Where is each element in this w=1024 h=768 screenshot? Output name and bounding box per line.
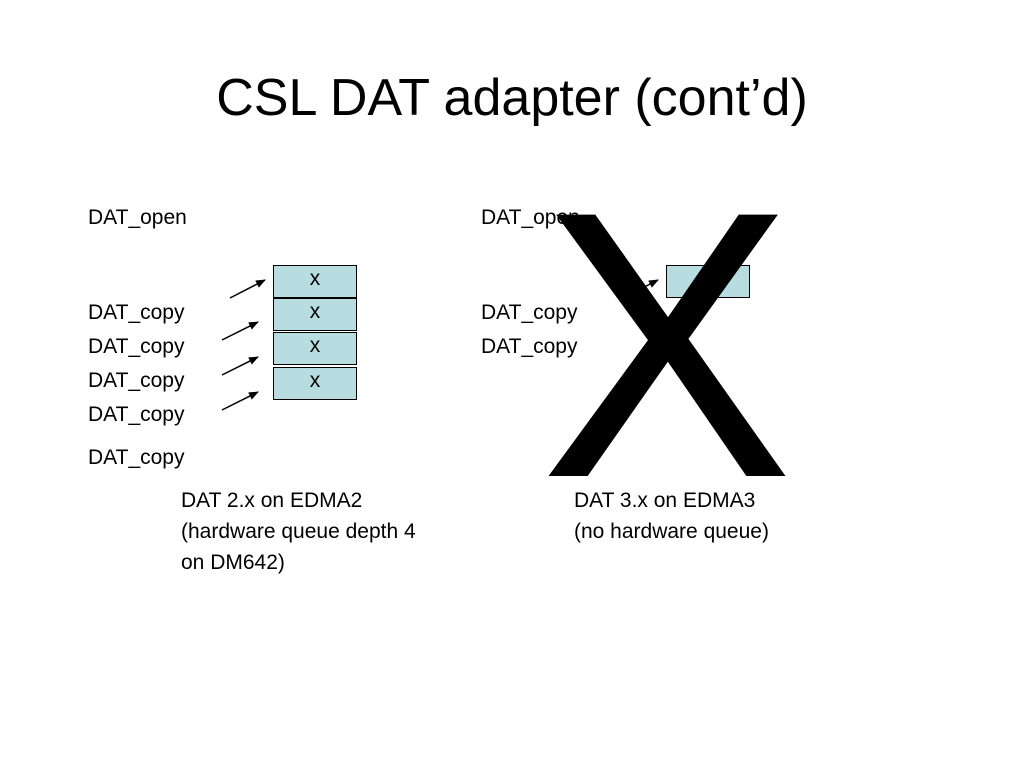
right-caption-line-1: DAT 3.x on EDMA3 xyxy=(574,489,756,512)
left-arrow-3 xyxy=(221,356,259,376)
slide-title: CSL DAT adapter (cont’d) xyxy=(216,69,808,127)
left-arrow-2 xyxy=(221,321,259,341)
left-call-copy-5: DAT_copy xyxy=(88,446,185,469)
right-caption: DAT 3.x on EDMA3 (no hardware queue) xyxy=(574,485,769,547)
left-call-copy-1: DAT_copy xyxy=(88,301,185,324)
left-queue-slot-2: x xyxy=(273,298,357,331)
right-call-copy-2: DAT_copy xyxy=(481,335,578,358)
right-call-open: DAT_open xyxy=(481,206,580,229)
left-caption-line-2: (hardware queue depth 4 xyxy=(181,520,416,543)
left-call-copy-4: DAT_copy xyxy=(88,403,185,426)
left-caption-line-1: DAT 2.x on EDMA2 xyxy=(181,489,363,512)
right-caption-line-2: (no hardware queue) xyxy=(574,520,769,543)
left-arrow-1 xyxy=(229,279,266,299)
left-queue-slot-4: x xyxy=(273,367,357,400)
left-call-copy-3: DAT_copy xyxy=(88,369,185,392)
right-queue-slot-1: x xyxy=(666,265,750,298)
left-caption-line-3: on DM642) xyxy=(181,551,285,574)
left-arrow-4 xyxy=(221,391,259,411)
crossed-out-mark: X xyxy=(540,132,794,557)
left-queue-slot-3: x xyxy=(273,332,357,365)
right-call-copy-1: DAT_copy xyxy=(481,301,578,324)
left-queue-slot-1: x xyxy=(273,265,357,298)
left-call-copy-2: DAT_copy xyxy=(88,335,185,358)
left-call-open: DAT_open xyxy=(88,206,187,229)
left-caption: DAT 2.x on EDMA2 (hardware queue depth 4… xyxy=(181,485,416,578)
